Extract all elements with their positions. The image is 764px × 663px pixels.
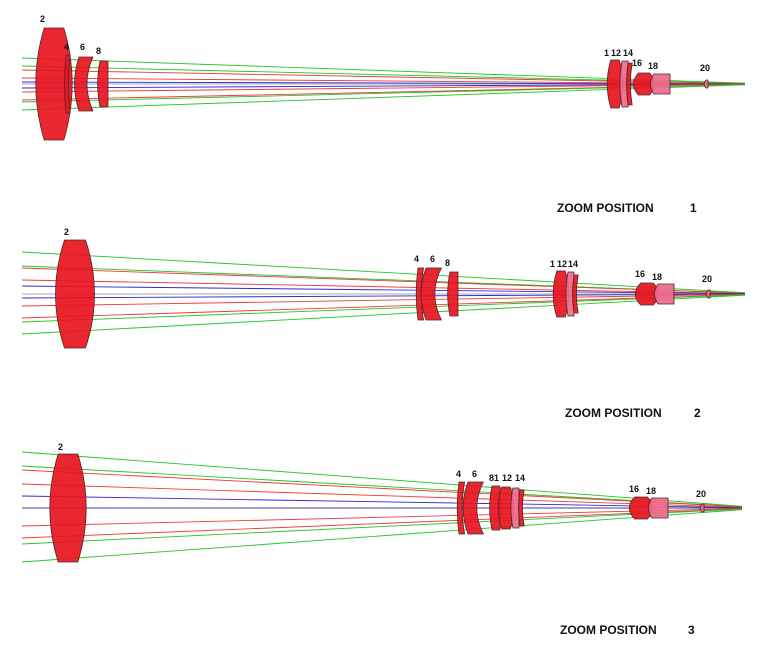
- surface-number-label: 14: [515, 473, 525, 483]
- ray-line: [21, 451, 743, 507]
- lens-element: [74, 56, 94, 112]
- surface-number-label: 1: [550, 259, 555, 269]
- surface-number-label: 4: [64, 42, 69, 52]
- surface-number-label: 20: [700, 63, 710, 73]
- surface-number-label: 18: [646, 486, 656, 496]
- lens-element: [415, 267, 425, 321]
- lens-element: [489, 485, 501, 531]
- surface-number-label: 4: [414, 254, 419, 264]
- ray-line: [21, 483, 743, 508]
- lens-element: [626, 62, 633, 106]
- ray-line: [21, 469, 743, 508]
- surface-number-label: 6: [472, 469, 477, 479]
- surface-number-label: 20: [696, 489, 706, 499]
- ray-line: [21, 509, 743, 563]
- surface-number-label: 14: [568, 259, 578, 269]
- surface-number-label: 2: [64, 227, 69, 237]
- ray-line: [21, 251, 746, 294]
- lens-element: [619, 60, 629, 108]
- lens-element: [55, 239, 95, 349]
- ray-line: [21, 279, 746, 295]
- surface-number-label: 1: [604, 48, 609, 58]
- lens-element: [572, 274, 579, 314]
- surface-number-label: 8: [445, 258, 450, 268]
- zoom-position-label: ZOOM POSITION: [560, 623, 657, 637]
- surface-number-label: 6: [430, 254, 435, 264]
- surface-number-label: 2: [58, 442, 63, 452]
- surface-number-label: 16: [635, 269, 645, 279]
- ray-line: [21, 508, 743, 545]
- lens-element: [650, 73, 671, 95]
- ray-line: [21, 294, 746, 335]
- ray-line: [21, 465, 743, 508]
- surface-number-label: 12: [611, 48, 621, 58]
- lens-element: [648, 497, 669, 519]
- surface-number-label: 14: [623, 48, 633, 58]
- surface-number-label: 12: [502, 473, 512, 483]
- lens-element: [705, 289, 711, 299]
- zoom-position-label: ZOOM POSITION: [565, 406, 662, 420]
- surface-number-label: 16: [632, 58, 642, 68]
- zoom-position-label: ZOOM POSITION: [557, 201, 654, 215]
- lens-element: [447, 271, 459, 317]
- lens-element: [462, 481, 485, 535]
- lens-element: [703, 79, 709, 89]
- ray-line: [21, 293, 746, 299]
- ray-line: [21, 294, 746, 323]
- surface-number-label: 8: [96, 46, 101, 56]
- lens-element: [420, 267, 443, 321]
- lens-element: [654, 283, 675, 305]
- lens-element: [518, 489, 525, 527]
- ray-line: [21, 508, 743, 539]
- surface-number-label: 81: [489, 473, 499, 483]
- surface-number-label: 2: [40, 14, 45, 24]
- lens-element: [97, 60, 109, 108]
- ray-line: [21, 285, 746, 295]
- surface-number-label: 20: [702, 274, 712, 284]
- surface-number-label: 4: [456, 469, 461, 479]
- lens-element: [49, 453, 87, 563]
- surface-number-label: 6: [80, 42, 85, 52]
- zoom-position-number: 2: [694, 406, 701, 420]
- lens-element: [64, 54, 71, 114]
- ray-line: [21, 508, 743, 527]
- lens-element: [510, 487, 520, 529]
- ray-line: [21, 294, 746, 319]
- zoom-position-number: 3: [688, 623, 695, 637]
- zoom-position-number: 1: [690, 201, 697, 215]
- surface-number-label: 18: [652, 272, 662, 282]
- ray-line: [21, 495, 743, 509]
- surface-number-label: 16: [629, 484, 639, 494]
- surface-number-label: 12: [557, 259, 567, 269]
- lens-element: [699, 503, 705, 513]
- lens-element: [565, 271, 575, 317]
- ray-line: [21, 293, 746, 307]
- surface-number-label: 18: [648, 61, 658, 71]
- lens-element: [456, 481, 466, 535]
- ray-line: [21, 267, 746, 294]
